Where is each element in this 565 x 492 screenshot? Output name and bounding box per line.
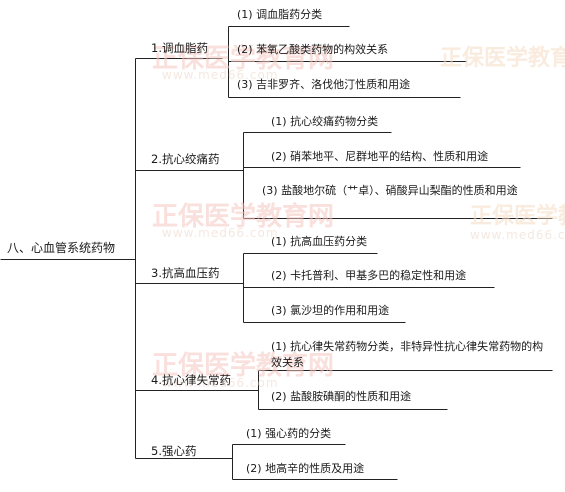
leaf-node: (1) 抗心绞痛药物分类 xyxy=(271,115,379,128)
root-node: 八、心血管系统药物 xyxy=(7,241,116,255)
leaf-node: (2) 盐酸胺碘酮的性质和用途 xyxy=(271,390,412,403)
category-node: 5.强心药 xyxy=(151,444,197,458)
leaf-node: (3) 盐酸地尔硫（艹卓）、硝酸异山梨酯的性质和用途 xyxy=(262,184,518,197)
leaf-node: (1) 抗高血压药分类 xyxy=(271,235,368,248)
category-node: 1.调血脂药 xyxy=(151,41,208,55)
category-node: 2.抗心绞痛药 xyxy=(151,152,220,166)
category-node: 3.抗高血压药 xyxy=(151,266,220,280)
leaf-node: (2) 硝苯地平、尼群地平的结构、性质和用途 xyxy=(271,150,489,163)
leaf-node: (3) 吉非罗齐、洛伐他汀性质和用途 xyxy=(237,78,411,91)
leaf-node: (1) 调血脂药分类 xyxy=(237,8,323,21)
leaf-node: (2) 地高辛的性质及用途 xyxy=(246,462,365,475)
leaf-node: (2) 苯氧乙酸类药物的构效关系 xyxy=(237,43,389,56)
category-node: 4.抗心律失常药 xyxy=(151,373,231,387)
leaf-node: (3) 氯沙坦的作用和用途 xyxy=(271,304,390,317)
leaf-node: (1) 抗心律失常药物分类，非特异性抗心律失常药物的构效关系 xyxy=(271,340,544,369)
leaf-node: (1) 强心药的分类 xyxy=(246,427,332,440)
leaf-node: (2) 卡托普利、甲基多巴的稳定性和用途 xyxy=(271,269,467,282)
